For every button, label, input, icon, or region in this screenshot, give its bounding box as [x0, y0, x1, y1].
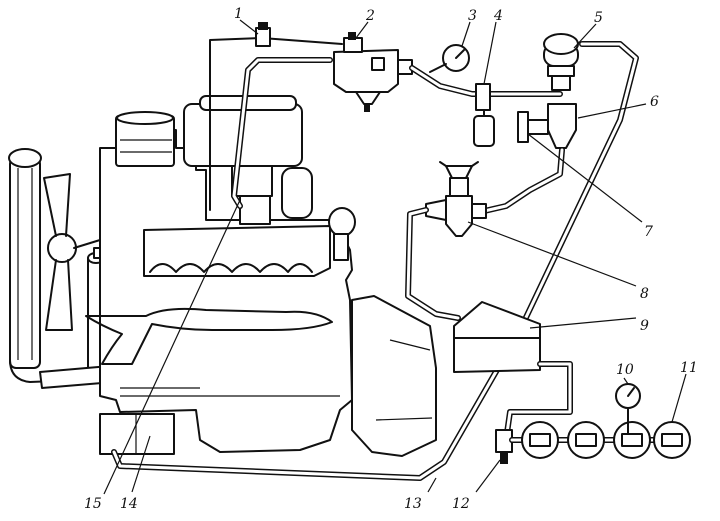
distributor — [328, 207, 356, 261]
callout-1: 1 — [234, 6, 243, 22]
callout-11: 11 — [680, 360, 698, 376]
control-valve — [517, 103, 577, 149]
callout-leaders — [103, 19, 687, 495]
clutch-housing — [351, 295, 437, 457]
callout-12: 12 — [452, 496, 470, 512]
callout-numbers: 1 2 3 4 5 6 7 8 9 10 11 12 13 14 15 — [84, 6, 698, 512]
callout-4: 4 — [493, 8, 503, 24]
fuel-line-to-tank — [405, 207, 461, 321]
cooling-fan — [43, 173, 101, 331]
gas-cylinder-bank — [509, 421, 691, 459]
fuel-line-to-cylinders — [503, 361, 573, 443]
fuel-pump — [99, 413, 175, 455]
fuel-line-to-valve — [409, 65, 563, 97]
callout-2: 2 — [365, 8, 375, 24]
callout-6: 6 — [650, 94, 659, 110]
fine-fuel-filter — [333, 32, 413, 112]
shutoff-valve — [473, 83, 495, 147]
callout-8: 8 — [640, 286, 649, 302]
callout-9: 9 — [640, 318, 649, 334]
callout-10: 10 — [616, 362, 634, 378]
fuel-line-to-carburetor — [209, 37, 343, 211]
callout-15: 15 — [84, 496, 102, 512]
fuel-tank — [453, 301, 541, 373]
callout-3: 3 — [468, 8, 477, 24]
callout-5: 5 — [594, 10, 603, 26]
pressure-gauge — [429, 44, 470, 73]
radiator — [8, 148, 81, 383]
fuel-line-to-regulator — [477, 147, 565, 215]
engine-block — [85, 111, 353, 453]
drain-tap — [495, 429, 513, 464]
pressure-regulator — [425, 161, 487, 237]
callout-14: 14 — [120, 496, 138, 512]
pressure-sensor — [255, 22, 271, 47]
callout-13: 13 — [404, 496, 422, 512]
callout-7: 7 — [644, 224, 653, 240]
fuel-separator — [543, 33, 579, 91]
